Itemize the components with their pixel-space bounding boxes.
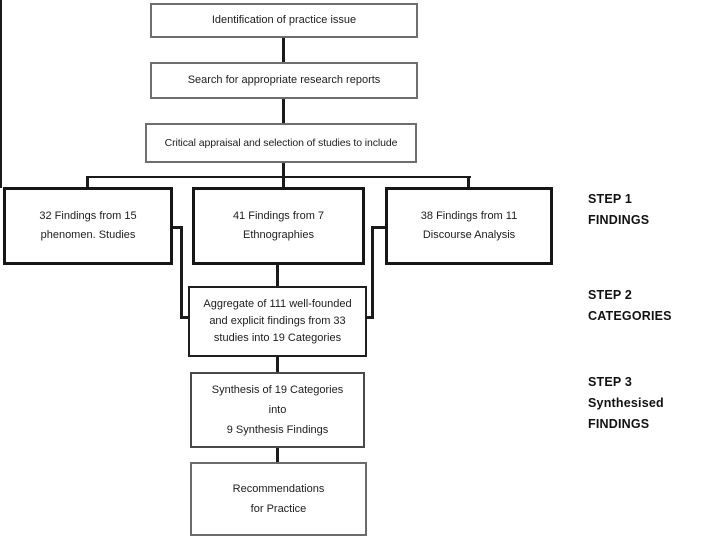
step-label-line: STEP 3 bbox=[588, 375, 633, 389]
box-label-line: phenomen. Studies bbox=[40, 229, 136, 241]
box-label-line: 32 Findings from 15 bbox=[39, 210, 137, 222]
box-label: Search for appropriate research reports bbox=[187, 74, 381, 86]
box-aggregate-findings: Aggregate of 111 well-founded and explic… bbox=[188, 286, 367, 357]
box-label-line: studies into 19 Categories bbox=[213, 332, 342, 344]
box-label-line: 9 Synthesis Findings bbox=[226, 424, 329, 436]
step1-findings-label: STEP 1 FINDINGS bbox=[588, 189, 649, 231]
box-label-line: Recommendations bbox=[232, 483, 325, 495]
step-label-line: STEP 1 bbox=[588, 192, 633, 206]
box-label: Critical appraisal and selection of stud… bbox=[164, 136, 398, 149]
connector-aggregate-synthesis bbox=[276, 355, 279, 372]
connector-ethno-aggregate bbox=[276, 261, 279, 286]
step-label-line: FINDINGS bbox=[588, 417, 650, 431]
step-label-line: CATEGORIES bbox=[588, 309, 672, 323]
connector-synthesis-recommendations bbox=[276, 446, 279, 462]
box-identification-of-practice-issue: Identification of practice issue bbox=[150, 3, 418, 38]
box-label-line: into bbox=[268, 404, 287, 416]
connector-drop-discourse bbox=[467, 176, 470, 187]
bracket-left-stub-top bbox=[169, 226, 182, 229]
connector-identify-search bbox=[282, 36, 285, 62]
box-synthesis-of-categories: Synthesis of 19 Categories into 9 Synthe… bbox=[190, 372, 365, 448]
connector-drop-phenom bbox=[86, 176, 89, 187]
box-recommendations-for-practice: Recommendations for Practice bbox=[190, 462, 367, 536]
step3-synthesised-findings-label: STEP 3 Synthesised FINDINGS bbox=[588, 372, 664, 435]
box-label-line: Discourse Analysis bbox=[422, 229, 516, 241]
connector-appraisal-ethno bbox=[282, 161, 285, 187]
step-label-line: FINDINGS bbox=[588, 213, 650, 227]
connector-search-appraisal bbox=[282, 97, 285, 123]
box-discourse-analysis-findings: 38 Findings from 11 Discourse Analysis bbox=[385, 187, 553, 265]
left-edge-line bbox=[0, 0, 2, 188]
box-search-research-reports: Search for appropriate research reports bbox=[150, 62, 418, 99]
box-label-line: for Practice bbox=[250, 503, 307, 515]
step-label-line: Synthesised bbox=[588, 396, 664, 410]
box-critical-appraisal: Critical appraisal and selection of stud… bbox=[145, 123, 417, 163]
box-label-line: and explicit findings from 33 bbox=[209, 315, 346, 327]
box-label-line: Synthesis of 19 Categories bbox=[211, 384, 344, 396]
box-label-line: 41 Findings from 7 bbox=[232, 210, 325, 222]
box-phenomenological-findings: 32 Findings from 15 phenomen. Studies bbox=[3, 187, 173, 265]
bracket-right-vertical bbox=[371, 226, 374, 319]
box-label-line: Ethnographies bbox=[243, 229, 314, 241]
bracket-right-stub-bottom bbox=[365, 316, 374, 319]
box-label-line: 38 Findings from 11 bbox=[420, 210, 518, 222]
bracket-left-vertical bbox=[180, 226, 183, 319]
step-label-line: STEP 2 bbox=[588, 288, 633, 302]
step2-categories-label: STEP 2 CATEGORIES bbox=[588, 285, 672, 327]
bracket-left-stub-bottom bbox=[180, 316, 188, 319]
connector-distributor-line bbox=[87, 176, 471, 178]
box-label: Identification of practice issue bbox=[211, 14, 357, 26]
box-label-line: Aggregate of 111 well-founded bbox=[203, 298, 352, 310]
box-ethnographies-findings: 41 Findings from 7 Ethnographies bbox=[192, 187, 365, 265]
bracket-right-stub-top bbox=[371, 226, 385, 229]
